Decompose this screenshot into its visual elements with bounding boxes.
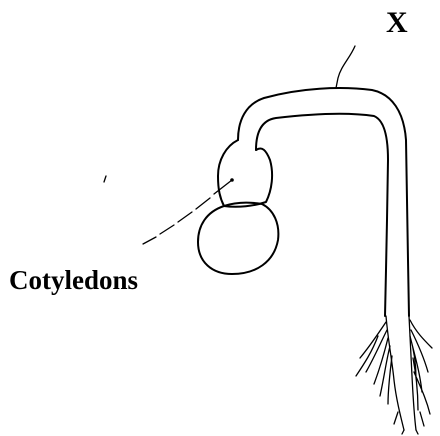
- cotyledons-pointer-line: [143, 180, 232, 244]
- label-x: X: [386, 6, 408, 40]
- cotyledons-pointer-dot: [230, 178, 234, 182]
- x-pointer-line: [336, 46, 355, 88]
- hypocotyl-inner-edge: [256, 114, 388, 316]
- lower-cotyledon: [198, 203, 278, 274]
- label-cotyledons: Cotyledons: [9, 264, 138, 296]
- upper-cotyledon: [218, 140, 272, 207]
- lateral-roots-left: [356, 322, 392, 404]
- stray-mark: [104, 176, 106, 182]
- root-tips: [394, 412, 424, 434]
